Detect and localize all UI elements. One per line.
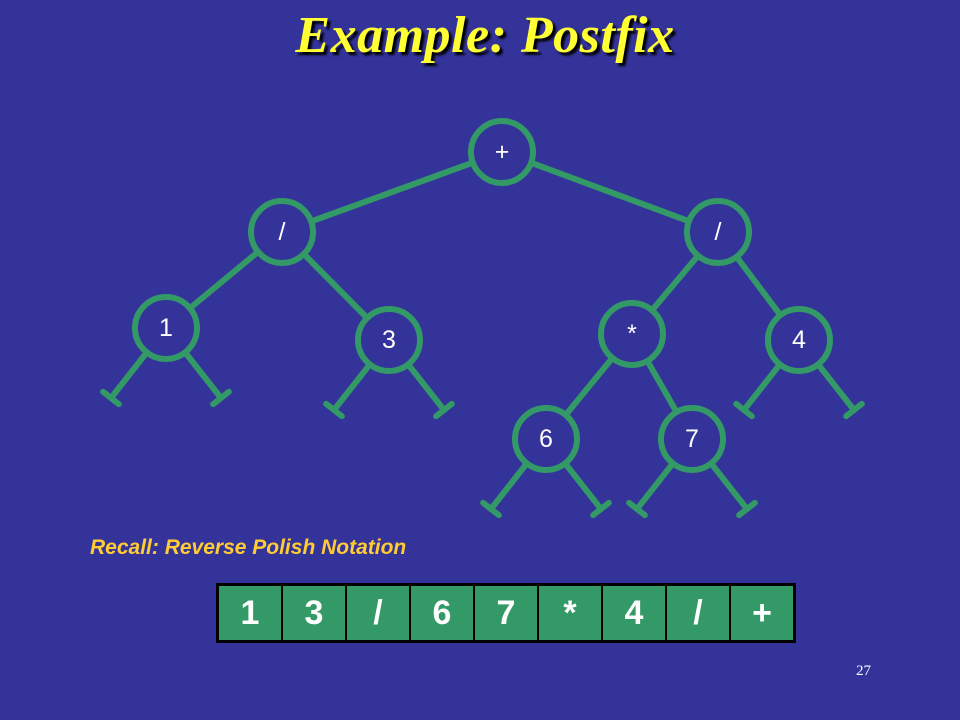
tree-node-circle	[765, 306, 833, 374]
tree-node-circle	[468, 118, 536, 186]
rpn-cell: /	[347, 586, 411, 640]
tree-node-label: 6	[539, 425, 553, 453]
null-terminator-one-left	[100, 388, 122, 408]
null-terminator-six-left	[480, 499, 502, 519]
null-terminator-three-right	[433, 400, 455, 420]
tree-node-circle	[512, 405, 580, 473]
tree-node-label: +	[495, 138, 510, 166]
rpn-cell: +	[752, 593, 772, 632]
null-terminator-four-left	[733, 400, 755, 420]
tree-node-label: 7	[685, 425, 699, 453]
rpn-cell: 7	[475, 586, 539, 640]
tree-node-circle	[132, 294, 200, 362]
tree-node-root: +	[468, 118, 536, 186]
tree-node-right-div: /	[684, 198, 752, 266]
null-terminator-six-right	[590, 499, 612, 519]
slide-title: Example: Postfix	[295, 7, 675, 64]
rpn-cell: *	[539, 586, 603, 640]
rpn-cell: 6	[411, 586, 475, 640]
tree-edge-root-left-div	[279, 149, 505, 235]
null-terminator-seven-right	[736, 499, 758, 519]
tree-node-label: 1	[159, 314, 173, 342]
rpn-cell: 1	[219, 586, 283, 640]
tree-node-three: 3	[355, 306, 423, 374]
tree-node-circle	[684, 198, 752, 266]
tree-node-circle	[658, 405, 726, 473]
page-number: 27	[856, 663, 871, 679]
rpn-cell: 3	[283, 586, 347, 640]
tree-node-circle	[355, 306, 423, 374]
rpn-cell: /	[667, 586, 731, 640]
tree-node-label: 3	[382, 326, 396, 354]
tree-node-label: 4	[792, 326, 806, 354]
null-terminator-three-left	[323, 400, 345, 420]
tree-node-label: /	[279, 218, 286, 246]
tree-node-four: 4	[765, 306, 833, 374]
null-terminator-seven-left	[626, 499, 648, 519]
recall-caption: Recall: Reverse Polish Notation	[90, 536, 407, 559]
tree-node-seven: 7	[658, 405, 726, 473]
tree-edge-root-right-div	[499, 149, 721, 235]
tree-node-circle	[598, 300, 666, 368]
tree-node-label: /	[715, 218, 722, 246]
rpn-cell: 4	[603, 586, 667, 640]
tree-node-mult: *	[598, 300, 666, 368]
tree-node-one: 1	[132, 294, 200, 362]
null-terminator-four-right	[843, 400, 865, 420]
null-terminator-one-right	[210, 388, 232, 408]
tree-node-circle	[248, 198, 316, 266]
tree-node-six: 6	[512, 405, 580, 473]
tree-node-label: *	[627, 320, 637, 348]
tree-node-left-div: /	[248, 198, 316, 266]
